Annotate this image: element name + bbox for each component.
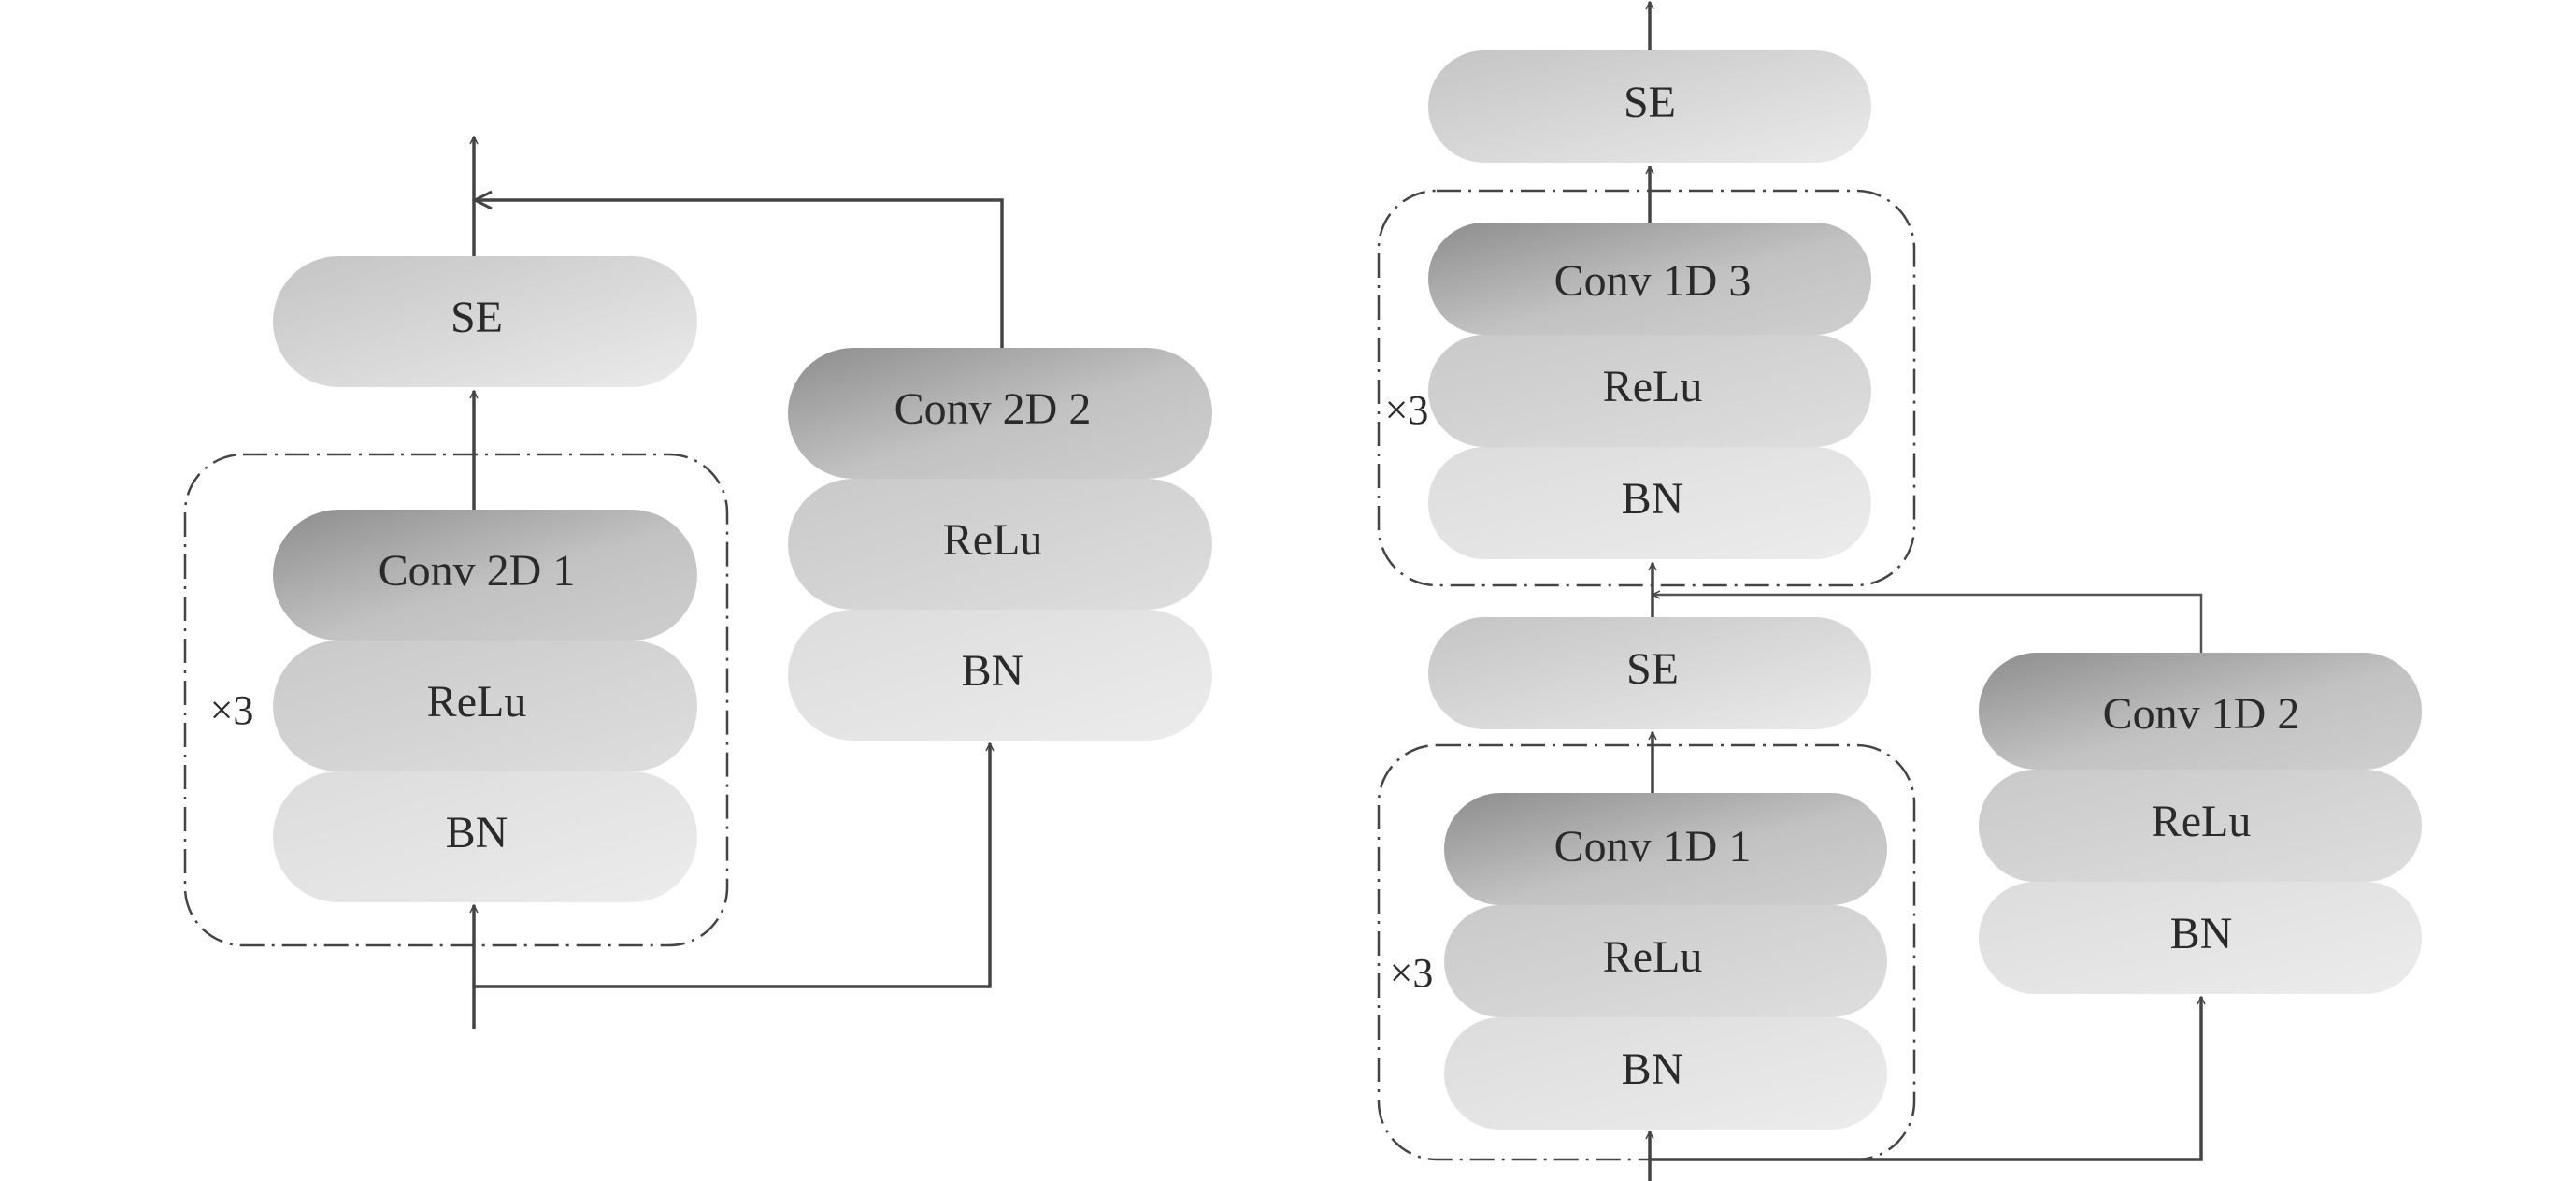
left-skip-conv-label: Conv 2D 2 (894, 384, 1092, 434)
left-bn-label: BN (446, 808, 508, 857)
left-conv-label: Conv 2D 1 (379, 546, 576, 596)
left-skip-relu-label: ReLu (943, 515, 1043, 565)
right-block: SE ×3 BN ReLu Conv 1D 3 SE ×3 BN ReLu Co… (1377, 2, 2422, 1181)
left-main-stack: BN ReLu Conv 2D 1 (273, 510, 697, 902)
right-skip-conv-label: Conv 1D 2 (2103, 689, 2300, 739)
right-upper-bn-label: BN (1622, 474, 1684, 524)
left-skip-merge-arrow (474, 200, 1004, 348)
right-mid-se-block (1428, 617, 1871, 729)
left-skip-bn-block (788, 610, 1212, 741)
right-lower-repeat-label: ×3 (1390, 950, 1434, 996)
right-upper-relu-label: ReLu (1603, 362, 1703, 411)
right-top-se-label: SE (1624, 78, 1676, 127)
right-lower-bn-block (1444, 1017, 1887, 1130)
left-wires (474, 137, 1004, 1029)
right-input-to-skip-arrow (1650, 997, 2201, 1161)
right-wires (1650, 2, 2201, 1181)
right-upper-relu-block (1428, 335, 1871, 447)
right-lower-conv-block (1444, 793, 1887, 905)
left-se-block (273, 256, 697, 387)
right-lower-relu-block (1444, 905, 1887, 1017)
right-skip-relu-block (1979, 770, 2422, 882)
left-relu-block (273, 641, 697, 771)
right-lower-conv-label: Conv 1D 1 (1554, 822, 1752, 871)
left-repeat-group (183, 453, 729, 947)
right-skip-bn-label: BN (2170, 909, 2233, 958)
right-upper-bn-block (1428, 447, 1871, 559)
left-relu-label: ReLu (427, 677, 527, 727)
right-skip-bn-block (1979, 882, 2422, 994)
left-se-label: SE (451, 293, 503, 342)
right-skip-conv-block (1979, 653, 2422, 770)
right-lower-repeat-group (1377, 743, 1916, 1161)
left-skip-relu-block (788, 479, 1212, 610)
right-upper-conv-label: Conv 1D 3 (1554, 256, 1752, 306)
right-skip-stack: BN ReLu Conv 1D 2 (1979, 653, 2422, 994)
right-upper-stack: BN ReLu Conv 1D 3 (1428, 223, 1871, 559)
right-lower-relu-label: ReLu (1603, 932, 1703, 982)
left-input-to-skip-arrow (474, 743, 990, 988)
left-skip-conv-block (788, 348, 1212, 479)
left-skip-bn-label: BN (962, 646, 1024, 696)
right-top-se-block (1428, 50, 1871, 163)
left-block: ×3 BN ReLu Conv 2D 1 SE BN ReLu Conv 2D … (183, 137, 1212, 1029)
right-upper-repeat-label: ×3 (1385, 387, 1429, 433)
right-lower-stack: BN ReLu Conv 1D 1 (1444, 793, 1887, 1130)
right-skip-relu-label: ReLu (2152, 797, 2252, 846)
left-repeat-label: ×3 (210, 687, 254, 733)
left-conv-block (273, 510, 697, 641)
left-skip-stack: BN ReLu Conv 2D 2 (788, 348, 1212, 741)
right-lower-bn-label: BN (1622, 1044, 1684, 1094)
right-mid-se-label: SE (1626, 644, 1679, 694)
right-skip-merge-arrow (1653, 595, 2203, 653)
right-upper-conv-block (1428, 223, 1871, 335)
left-bn-block (273, 771, 697, 902)
right-upper-repeat-group (1377, 189, 1916, 587)
